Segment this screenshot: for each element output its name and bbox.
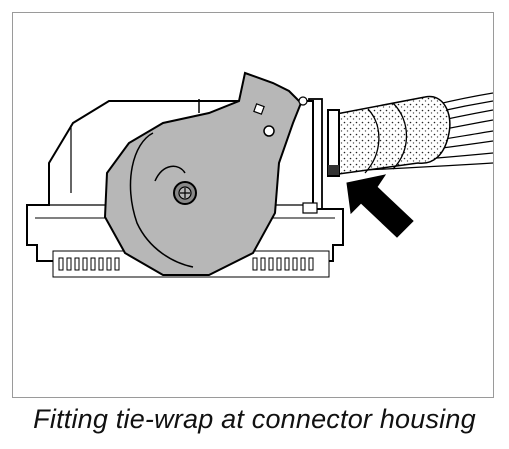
tie-wrap [327,109,340,177]
cable-sleeve [330,95,451,176]
connector-illustration [26,71,493,278]
figure-frame [12,12,494,398]
pointer-arrow [346,174,414,238]
figure-caption: Fitting tie-wrap at connector housing [33,404,476,434]
